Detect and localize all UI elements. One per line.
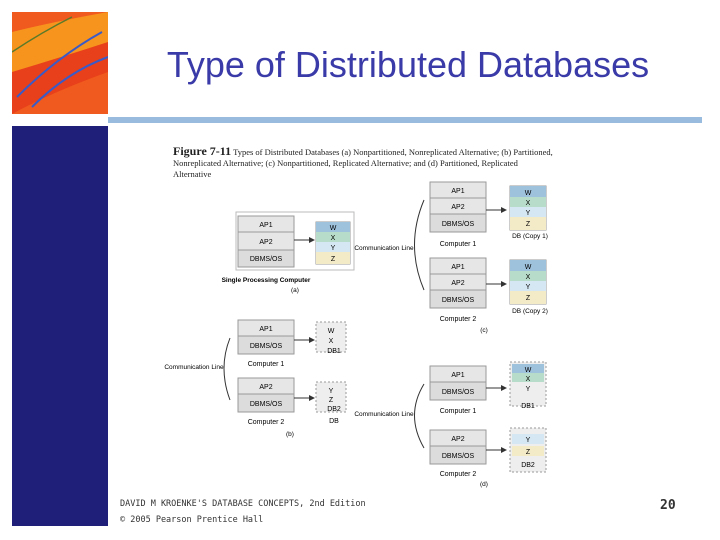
figure-caption-text: Types of Distributed Databases (a) Nonpa… [173, 147, 553, 179]
a-z: Z [331, 256, 336, 263]
d-computer1: Computer 1 [440, 408, 477, 415]
d-w: W [525, 367, 532, 374]
c-y1: Y [526, 210, 531, 217]
slide-title: Type of Distributed Databases [166, 44, 650, 85]
c-ap2-1: AP2 [451, 204, 464, 211]
c-y2: Y [526, 284, 531, 291]
b-w: W [328, 328, 335, 335]
c-x1: X [526, 200, 531, 207]
c-ap1-2: AP1 [451, 264, 464, 271]
b-comm-line: Communication Line [164, 364, 224, 371]
diagram-b: AP1 DBMS/OS Computer 1 W X DB1 AP2 DBMS/… [164, 319, 347, 438]
a-ap2: AP2 [259, 239, 272, 246]
footer-line-1: DAVID M KROENKE'S DATABASE CONCEPTS, 2nd… [120, 499, 366, 509]
d-ap1: AP1 [451, 372, 464, 379]
figure-caption: Figure 7-11 Types of Distributed Databas… [173, 144, 553, 180]
b-db: DB [329, 418, 339, 425]
a-w: W [330, 225, 337, 232]
a-x: X [331, 235, 336, 242]
d-db2: DB2 [521, 462, 535, 469]
c-dbms-2: DBMS/OS [442, 297, 475, 304]
diagram-c: AP1 AP2 DBMS/OS Computer 1 W X Y Z DB (C… [354, 181, 548, 334]
d-tag: (d) [480, 481, 488, 488]
d-z: Z [526, 449, 531, 456]
b-x: X [329, 338, 334, 345]
a-single-label: Single Processing Computer [222, 277, 311, 284]
c-computer1: Computer 1 [440, 241, 477, 248]
c-db-copy2: DB (Copy 2) [512, 308, 548, 315]
diagram-d: AP1 DBMS/OS Computer 1 W X Y DB1 AP2 DBM… [354, 361, 547, 488]
c-z1: Z [526, 221, 531, 228]
c-computer2: Computer 2 [440, 316, 477, 323]
a-ap1: AP1 [259, 222, 272, 229]
b-tag: (b) [286, 431, 294, 438]
a-dbms: DBMS/OS [250, 256, 283, 263]
b-computer1: Computer 1 [248, 361, 285, 368]
page-number: 20 [660, 498, 676, 513]
a-tag: (a) [291, 287, 299, 294]
a-y: Y [331, 245, 336, 252]
d-computer2: Computer 2 [440, 471, 477, 478]
d-db1: DB1 [521, 403, 535, 410]
c-x2: X [526, 274, 531, 281]
diagram-a: AP1 AP2 DBMS/OS W X Y Z Single Processin… [222, 211, 355, 294]
b-db2: DB2 [327, 406, 341, 413]
b-db1: DB1 [327, 348, 341, 355]
b-ap1: AP1 [259, 326, 272, 333]
distributed-db-diagram: AP1 AP2 DBMS/OS W X Y Z Single Processin… [164, 181, 548, 488]
c-w2: W [525, 264, 532, 271]
c-tag: (c) [480, 327, 488, 334]
c-w1: W [525, 190, 532, 197]
c-ap2-2: AP2 [451, 280, 464, 287]
d-dbms2: DBMS/OS [442, 453, 475, 460]
b-y: Y [329, 388, 334, 395]
figure-caption-label: Figure 7-11 [173, 144, 232, 158]
b-computer2: Computer 2 [248, 419, 285, 426]
d-ap2: AP2 [451, 436, 464, 443]
b-dbms1: DBMS/OS [250, 343, 283, 350]
b-z: Z [329, 397, 334, 404]
left-sidebar-bar [12, 126, 108, 526]
b-dbms2: DBMS/OS [250, 401, 283, 408]
c-ap1-1: AP1 [451, 188, 464, 195]
b-ap2: AP2 [259, 384, 272, 391]
d-x: X [526, 376, 531, 383]
d-dbms1: DBMS/OS [442, 389, 475, 396]
d-y: Y [526, 386, 531, 393]
corner-decoration [12, 12, 108, 114]
c-z2: Z [526, 295, 531, 302]
d-comm-line: Communication Line [354, 411, 414, 418]
c-db-copy1: DB (Copy 1) [512, 233, 548, 240]
footer-credit: DAVID M KROENKE'S DATABASE CONCEPTS, 2nd… [120, 496, 366, 528]
c-comm-line: Communication Line [354, 245, 414, 252]
title-divider [108, 117, 702, 123]
footer-line-2: © 2005 Pearson Prentice Hall [120, 515, 264, 525]
c-dbms-1: DBMS/OS [442, 221, 475, 228]
d-y2: Y [526, 437, 531, 444]
